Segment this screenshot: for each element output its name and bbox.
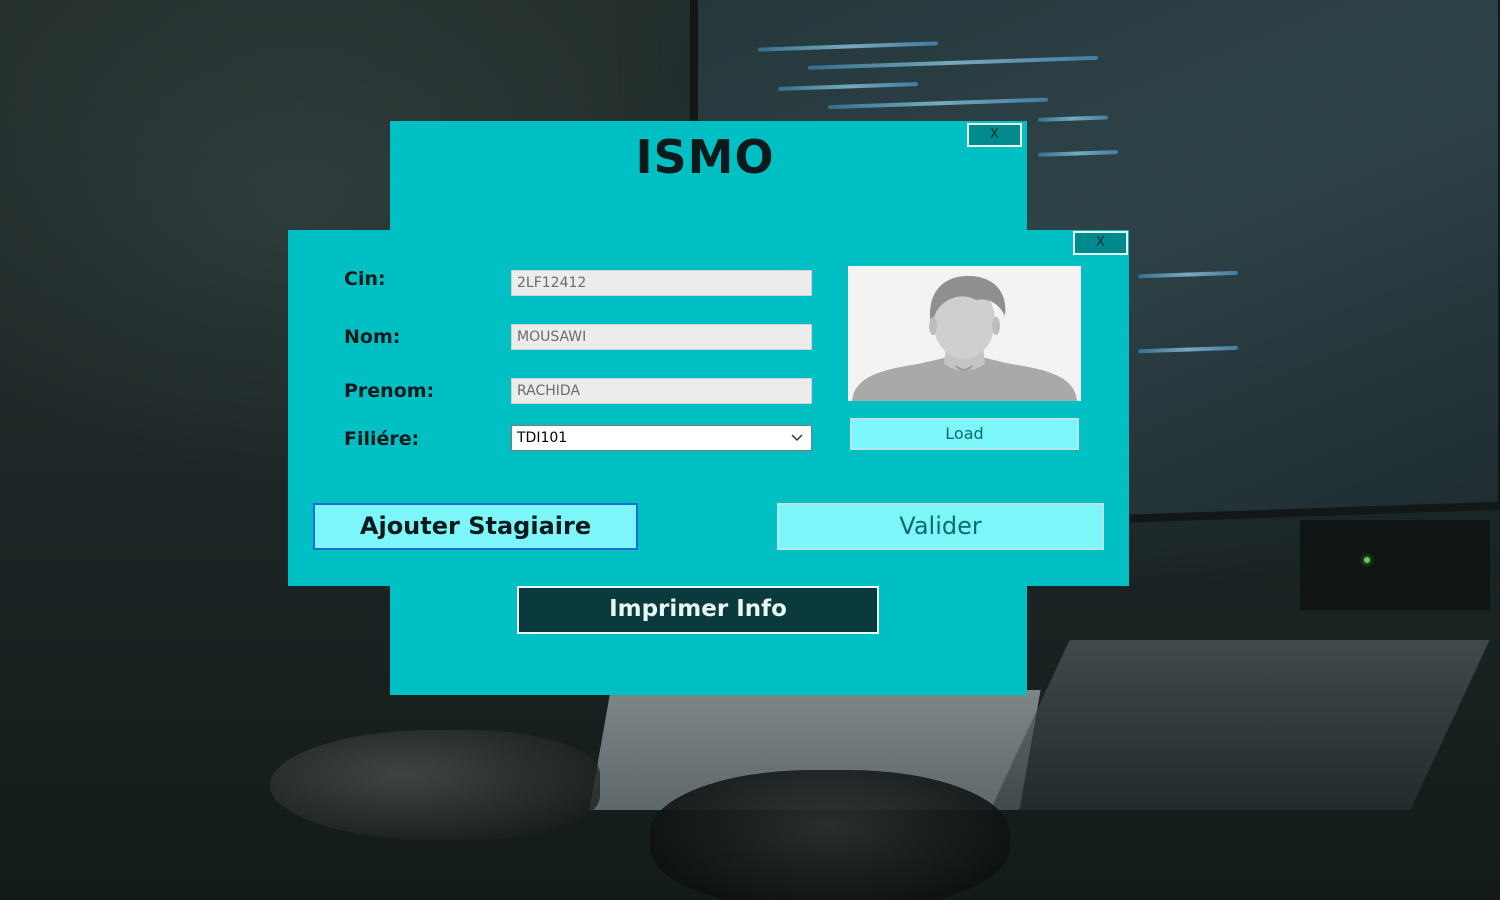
monitor-stand: [1300, 520, 1490, 610]
prenom-input[interactable]: [511, 378, 812, 404]
power-led: [1364, 557, 1370, 563]
add-trainee-button[interactable]: Ajouter Stagiaire: [313, 503, 638, 550]
prenom-label: Prenom:: [344, 380, 435, 402]
user-avatar-icon: [852, 276, 1077, 401]
cin-label: Cin:: [344, 268, 386, 290]
filiere-select[interactable]: TDI101: [511, 425, 812, 451]
print-info-button[interactable]: Imprimer Info: [517, 586, 879, 634]
chevron-down-icon: [791, 434, 803, 442]
background-hand-shadow: [650, 770, 1010, 900]
cin-input[interactable]: [511, 270, 812, 296]
validate-button[interactable]: Valider: [777, 503, 1104, 550]
background-hand: [270, 730, 600, 840]
window-close-button[interactable]: X: [967, 123, 1022, 147]
nom-label: Nom:: [344, 326, 401, 348]
filiere-label: Filiére:: [344, 428, 420, 450]
app-title: ISMO: [635, 130, 775, 184]
nom-input[interactable]: [511, 324, 812, 350]
photo-preview: [848, 266, 1081, 401]
background-laptop-keyboard: [990, 640, 1490, 810]
panel-close-button[interactable]: X: [1073, 231, 1128, 255]
load-photo-button[interactable]: Load: [850, 418, 1079, 450]
filiere-selected-value: TDI101: [517, 430, 568, 446]
